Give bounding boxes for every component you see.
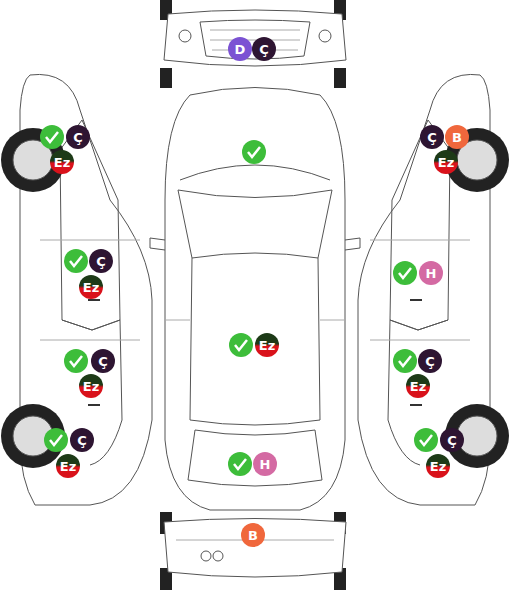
damage-badge: Ez [434,150,458,174]
damage-badge: Ç [440,428,464,452]
badge-letter: Ç [427,131,437,144]
badge-letter: Ç [73,131,83,144]
badge-letter: Ez [83,281,99,294]
badge-letter: Ç [77,434,87,447]
damage-badge: Ç [418,349,442,373]
badge-letter: Ez [438,156,454,169]
damage-badge: Ez [406,374,430,398]
damage-badge: Ç [420,125,444,149]
badge-letter: Ç [98,355,108,368]
badge-letter: Ç [425,355,435,368]
damage-badge: B [445,125,469,149]
damage-badge: Ç [66,125,90,149]
damage-badge: H [419,261,443,285]
badge-letter: Ez [60,460,76,473]
car-left-side [1,74,152,505]
damage-badge: Ez [56,454,80,478]
badge-letter: Ez [430,460,446,473]
damage-badge: Ez [79,275,103,299]
badge-letter: H [426,267,437,280]
badge-letter: B [248,529,258,542]
damage-badge: Ez [50,150,74,174]
badge-letter: Ez [410,380,426,393]
check-marks [40,125,438,476]
badge-letter: Ç [259,43,269,56]
damage-badge: B [241,523,265,547]
damage-badge: H [253,452,277,476]
damage-badge: Ez [426,454,450,478]
badge-letter: H [260,458,271,471]
damage-badge: Ç [252,37,276,61]
damage-badge: Ç [91,349,115,373]
car-right-side [358,74,509,505]
badge-letter: Ez [83,380,99,393]
badge-letter: Ç [447,434,457,447]
badge-letter: Ez [259,339,275,352]
rear-bumper [160,512,346,590]
damage-badge: Ez [79,374,103,398]
badge-letter: B [452,131,462,144]
badge-letter: D [235,43,246,56]
damage-badge: D [228,37,252,61]
badge-letter: Ç [96,255,106,268]
damage-badge: Ç [70,428,94,452]
damage-badge: Ez [255,333,279,357]
damage-badge: Ç [89,249,113,273]
badge-letter: Ez [54,156,70,169]
front-bumper [160,0,346,88]
car-top-view [150,88,360,511]
